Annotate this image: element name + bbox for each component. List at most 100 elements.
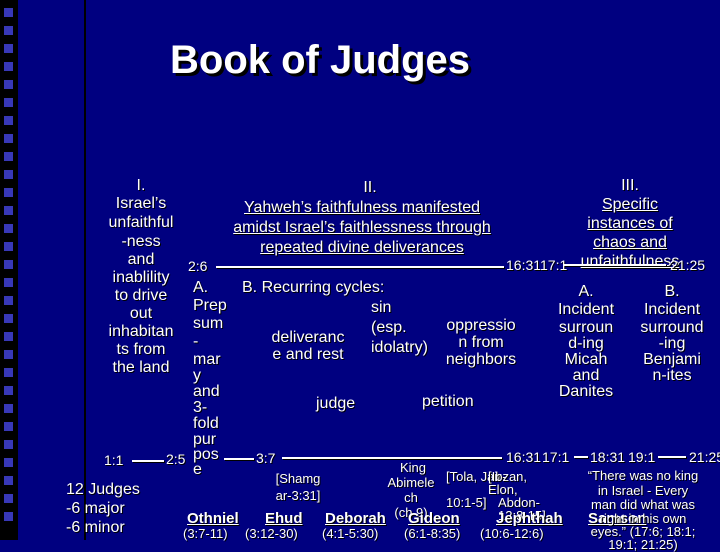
decor-square	[4, 440, 13, 449]
decor-square	[4, 224, 13, 233]
sectionA-line: 3-	[193, 399, 208, 416]
cycle-oppression: neighbors	[445, 351, 517, 368]
cycle-judge: judge	[316, 395, 356, 412]
sectionA-line: sum	[193, 315, 224, 332]
decor-square	[4, 134, 13, 143]
decor-square	[4, 80, 13, 89]
ref-17-1-b: 17:1	[542, 449, 570, 465]
decor-square	[4, 188, 13, 197]
col3B-line: surround	[640, 319, 704, 336]
decor-square	[4, 314, 13, 323]
decor-square	[4, 458, 13, 467]
ref-2-5: 2:5	[166, 451, 186, 467]
cycle-petition: petition	[422, 393, 474, 410]
col1-line: inhabitan	[108, 323, 174, 340]
col1-line: and	[127, 251, 155, 268]
col3B-line: n-ites	[652, 367, 692, 384]
decor-square	[4, 170, 13, 179]
judge-deborah-ref: (4:1-5:30)	[322, 526, 379, 541]
sectionB-label: B. Recurring cycles:	[242, 279, 385, 296]
col3A-line: Micah	[564, 351, 608, 368]
shamgar-note: [Shamg	[275, 471, 321, 486]
col3-heading-line: Specific	[601, 196, 659, 213]
judge-ehud-ref: (3:12-30)	[245, 526, 298, 541]
col3A-line: d-ing	[568, 335, 604, 352]
col3A-line: surroun	[558, 319, 614, 336]
minor-judges-note-2: Elon,	[488, 482, 518, 497]
col1-line: Israel’s	[115, 195, 167, 212]
decor-square	[4, 26, 13, 35]
timeline-top	[216, 266, 504, 268]
col2-heading-line: Yahweh’s faithfulness manifested	[244, 199, 480, 216]
judge-ehud: Ehud	[265, 510, 303, 527]
minor-judges-note-2: 12:8-15]	[498, 508, 546, 523]
sectionA-line: fold	[193, 415, 219, 432]
col1-line: inablility	[112, 269, 170, 286]
col3A-label: A.	[578, 283, 594, 300]
king-note: King	[399, 460, 427, 475]
abimelech-note: ch	[404, 490, 418, 505]
timeline-bottom	[224, 458, 254, 460]
decor-square	[4, 476, 13, 485]
ref-16-31: 16:31	[506, 257, 542, 273]
quote-line: man did what was	[590, 497, 696, 512]
sectionA-line: and	[193, 383, 220, 400]
timeline-bottom	[574, 456, 588, 458]
col1-roman: I.	[136, 177, 146, 194]
judge-samson: Samson	[588, 510, 647, 527]
sectionA-label: A.	[193, 279, 209, 296]
quote-line: eyes.” (17:6; 18:1;	[590, 524, 696, 539]
col3-roman: III.	[621, 177, 639, 194]
decor-square	[4, 512, 13, 521]
col3A-line: Danites	[558, 383, 614, 400]
decor-square	[4, 242, 13, 251]
judges-major: -6 major	[66, 500, 125, 517]
sectionA-line: pur	[193, 431, 217, 448]
decor-square	[4, 98, 13, 107]
decor-square	[4, 494, 13, 503]
judge-deborah: Deborah	[325, 510, 386, 527]
col2-roman: II.	[363, 179, 377, 196]
abimelech-note: (ch 9)	[394, 505, 428, 520]
cycle-deliverance: deliveranc	[271, 329, 345, 346]
ref-18-31: 18:31	[590, 449, 626, 465]
ref-3-7: 3:7	[256, 450, 276, 466]
decor-square	[4, 44, 13, 53]
ref-1-1: 1:1	[104, 452, 124, 468]
cycle-oppression: oppressio	[446, 317, 516, 334]
judge-gideon: Gideon	[408, 510, 460, 527]
minor-judges-note-2: Abdon-	[498, 495, 540, 510]
decor-square	[4, 206, 13, 215]
cycle-sin: sin	[371, 299, 392, 316]
shamgar-note: ar-3:31]	[275, 488, 321, 503]
col3-heading-line: instances of	[587, 215, 673, 232]
cycle-idolatry: idolatry)	[371, 339, 428, 356]
sidebar-strip	[0, 0, 18, 540]
col1-line: -ness	[121, 233, 161, 250]
decor-square	[4, 278, 13, 287]
col1-line: ts from	[116, 341, 166, 358]
ref-16-31-b: 16:31	[506, 449, 542, 465]
sectionA-line: mar	[193, 351, 221, 368]
col3B-line: -ing	[658, 335, 686, 352]
col1-line: unfaithful	[108, 214, 174, 231]
divider-line	[84, 0, 86, 540]
abimelech-note: Abimele	[387, 475, 435, 490]
minor-judges-note: 10:1-5]	[446, 495, 487, 510]
cycle-esp: (esp.	[371, 319, 407, 336]
decor-square	[4, 404, 13, 413]
decor-square	[4, 62, 13, 71]
col2-heading-line: repeated divine deliverances	[260, 239, 464, 256]
judge-othniel: Othniel	[187, 510, 239, 527]
cycle-oppression: n from	[458, 334, 504, 351]
col3A-line: and	[572, 367, 600, 384]
judges-minor: -6 minor	[66, 519, 125, 536]
ref-2-6: 2:6	[188, 258, 208, 274]
col1-line: to drive	[114, 287, 168, 304]
sectionA-line: y	[193, 367, 201, 384]
sectionA-line: Prep	[193, 297, 227, 314]
judge-othniel-ref: (3:7-11)	[183, 526, 228, 541]
decor-square	[4, 386, 13, 395]
timeline-bottom	[132, 460, 164, 462]
judges-count: 12 Judges	[66, 481, 140, 498]
